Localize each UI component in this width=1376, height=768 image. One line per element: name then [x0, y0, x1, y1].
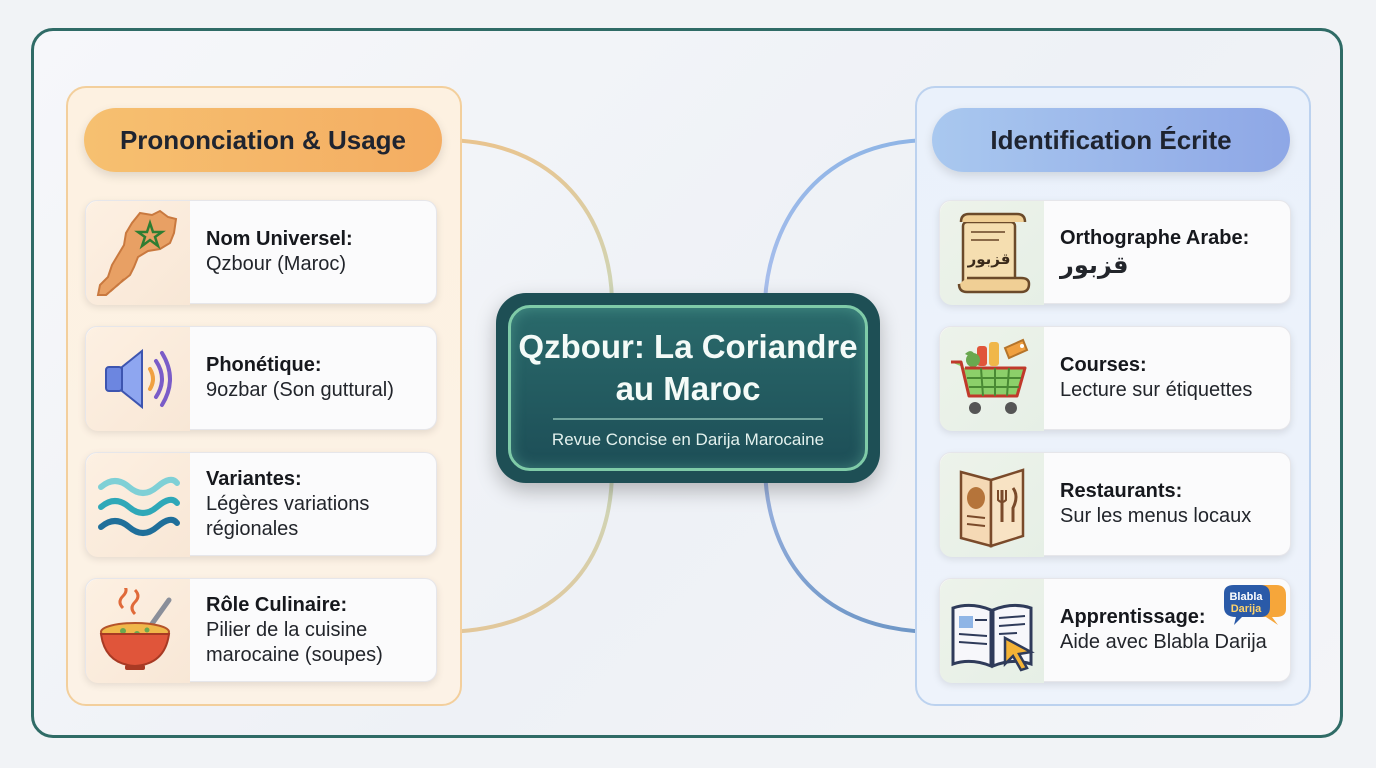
- card-description: قزبور: [1060, 250, 1129, 279]
- book-cursor-icon: [940, 579, 1044, 683]
- card-phonetique: Phonétique: 9ozbar (Son guttural): [85, 326, 437, 431]
- card-description: Qzbour (Maroc): [206, 253, 347, 275]
- card-restaurants: Restaurants: Sur les menus locaux: [939, 452, 1291, 557]
- card-title: Rôle Culinaire:: [206, 593, 348, 616]
- card-title: Restaurants:: [1060, 480, 1183, 502]
- card-description: régionales: [206, 517, 299, 540]
- card-variantes: Variantes: Légères variations régionales: [85, 452, 437, 557]
- blabla-logo-line1: Blabla: [1229, 591, 1263, 603]
- central-topic-divider: [553, 418, 823, 420]
- blabla-logo-line2: Darija: [1231, 603, 1262, 615]
- card-description: Aide avec Blabla Darija: [1060, 631, 1267, 653]
- scroll-icon: قزبور: [940, 201, 1044, 305]
- card-courses: Courses: Lecture sur étiquettes: [939, 326, 1291, 431]
- scroll-icon-text: قزبور: [967, 250, 1011, 268]
- card-title: Nom Universel:: [206, 228, 353, 250]
- card-description: Lecture sur étiquettes: [1060, 379, 1253, 401]
- card-title: Variantes:: [206, 467, 302, 490]
- speaker-icon: [86, 327, 190, 431]
- soup-bowl-icon: [86, 579, 190, 683]
- central-topic-title: Qzbour: La Coriandre au Maroc: [518, 328, 858, 407]
- central-topic-subtitle: Revue Concise en Darija Marocaine: [551, 430, 825, 449]
- card-title: Phonétique:: [206, 354, 322, 376]
- card-description: 9ozbar (Son guttural): [206, 379, 394, 401]
- card-description: Pilier de la cuisine: [206, 618, 368, 641]
- left-branch-title: Prononciation & Usage: [84, 108, 442, 172]
- card-description: Sur les menus locaux: [1060, 505, 1252, 527]
- card-title: Courses:: [1060, 354, 1147, 376]
- waves-icon: [86, 453, 190, 557]
- card-title: Apprentissage:: [1060, 606, 1206, 628]
- card-description: Légères variations: [206, 492, 370, 515]
- card-orthographe-arabe: قزبور Orthographe Arabe: قزبور: [939, 200, 1291, 305]
- card-role-culinaire: Rôle Culinaire: Pilier de la cuisine mar…: [85, 578, 437, 683]
- card-apprentissage: Apprentissage: Aide avec Blabla Darija B…: [939, 578, 1291, 683]
- menu-icon: [940, 453, 1044, 557]
- right-branch-title: Identification Écrite: [932, 108, 1290, 172]
- shopping-cart-icon: [940, 327, 1044, 431]
- card-title: Orthographe Arabe:: [1060, 226, 1250, 249]
- blabla-darija-logo: Blabla Darija: [1224, 585, 1286, 625]
- card-description: marocaine (soupes): [206, 643, 383, 666]
- morocco-map-icon: [86, 201, 190, 305]
- card-nom-universel: Nom Universel: Qzbour (Maroc): [85, 200, 437, 305]
- central-topic-node: Qzbour: La Coriandre au Maroc Revue Conc…: [496, 293, 880, 483]
